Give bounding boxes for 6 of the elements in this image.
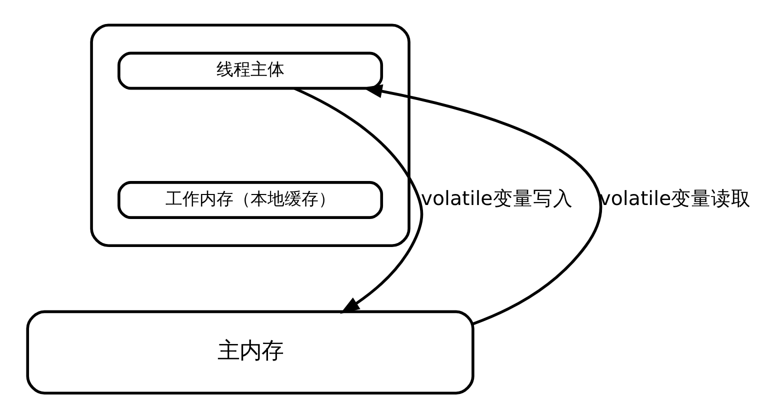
cluster <box>90 24 410 248</box>
node-box: 线程主体 <box>118 52 384 90</box>
node-box: 工作内存（本地缓存） <box>118 181 384 219</box>
node-box: 主内存 <box>26 310 474 395</box>
arrow <box>294 87 424 314</box>
edge-label: volatile变量写入 <box>420 187 573 210</box>
